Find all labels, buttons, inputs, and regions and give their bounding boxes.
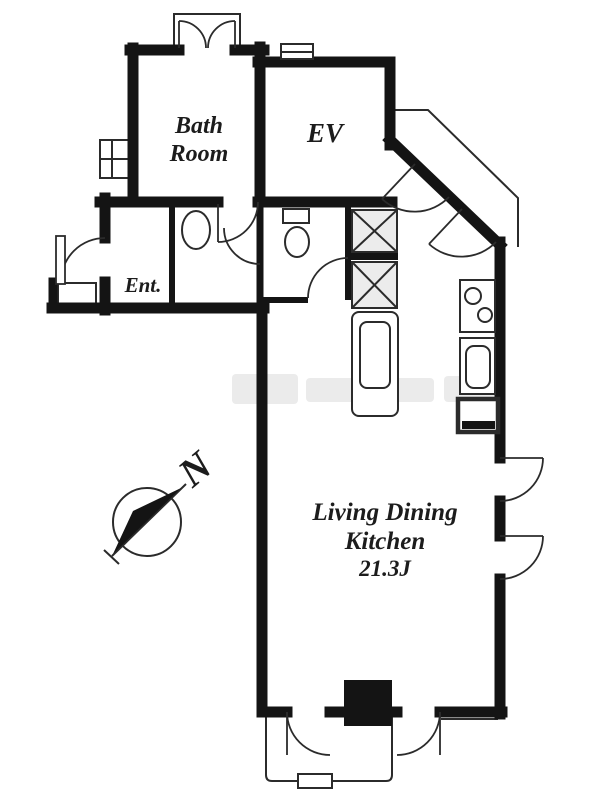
hall-door-arc-2 (428, 241, 497, 258)
bath-label-line2: Room (169, 141, 229, 167)
building-boundary-line (388, 109, 519, 247)
entrance-door-arc (60, 237, 106, 283)
stove (459, 279, 496, 333)
hall-door-leaf-1 (381, 163, 416, 200)
elevator-label: EV (306, 118, 345, 148)
stove-burner-1 (464, 287, 482, 305)
balcony-door-arc-1 (286, 711, 331, 756)
walls (46, 41, 508, 720)
interior-walls (169, 202, 398, 308)
hall-door-arc-1 (381, 196, 450, 213)
pillar (344, 680, 392, 726)
compass-axis (111, 483, 187, 557)
door-arcs (55, 20, 544, 756)
sink-basin (465, 345, 491, 389)
fixtures (181, 43, 501, 435)
toilet-tank (282, 208, 310, 224)
toilet-door-arc (307, 257, 349, 299)
bath-door-arc (217, 201, 259, 243)
hall-door-leaf-2 (428, 208, 463, 245)
right-door-arc-1 (499, 457, 544, 502)
ldk-label-line1: Living Dining (311, 499, 457, 526)
top-door-arc-left (178, 20, 207, 49)
top-door-frame (173, 13, 241, 48)
right-door-arc-2 (499, 535, 544, 580)
appliance-space-2 (351, 261, 398, 309)
top-door-arc-right (207, 20, 236, 49)
stove-burner-2 (477, 307, 493, 323)
compass-north-label: N (169, 441, 222, 496)
compass: N (103, 441, 222, 565)
bath-label-line1: Bath (174, 113, 223, 139)
appliance-space-1 (351, 209, 398, 253)
compass-needle (113, 488, 181, 554)
entrance-door-leaf (55, 235, 66, 285)
entrance-label: Ent. (124, 273, 162, 297)
balcony-door-arc-2 (396, 711, 441, 756)
thin-outlines (57, 13, 519, 789)
ldk-label-line2: Kitchen (344, 528, 426, 555)
washroom-door-arc (223, 227, 261, 265)
toilet-bowl (284, 226, 310, 258)
balcony-step (297, 773, 333, 789)
refrigerator-base (462, 421, 495, 429)
entrance-cabinet (57, 282, 97, 306)
washbasin (181, 210, 211, 250)
kitchen-counter-sink (359, 321, 391, 389)
wall-diagonal (382, 132, 508, 253)
compass-tail-tick (103, 549, 120, 565)
compass-circle (112, 487, 182, 557)
labels: Bath Room EV Ent. Living Dining Kitchen … (124, 113, 458, 581)
ldk-size-label: 21.3J (358, 556, 412, 581)
